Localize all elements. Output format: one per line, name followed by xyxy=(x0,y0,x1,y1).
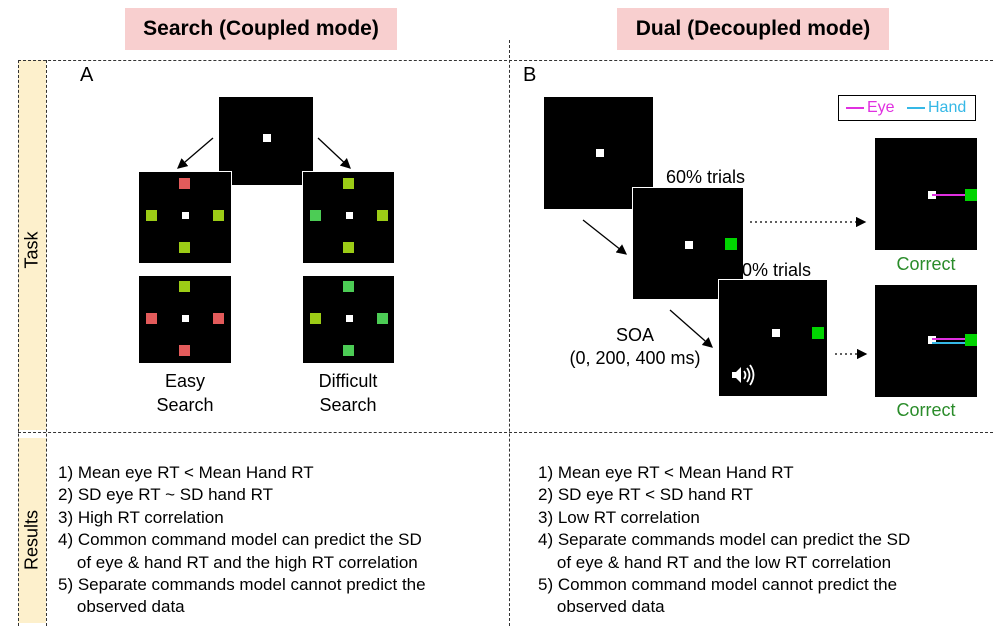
arrow-to-difficult xyxy=(317,137,351,169)
legend-hand-label: Hand xyxy=(928,99,967,116)
correct-label-bottom: Correct xyxy=(896,400,956,420)
result-item: 5) Separate commands model cannot predic… xyxy=(58,575,426,595)
distractor-red xyxy=(213,313,224,324)
difficult-search-screen-2 xyxy=(302,275,395,364)
result-item: 4) Common command model can predict the … xyxy=(58,530,422,550)
fixation-point xyxy=(772,329,780,337)
fixation-point xyxy=(928,336,936,344)
distractor-red xyxy=(179,178,190,189)
target-yellow-green xyxy=(310,313,321,324)
hand-path xyxy=(932,342,971,344)
results-sidebar xyxy=(18,438,46,623)
arrow-soa-1 xyxy=(582,219,628,255)
arrow-soa-2 xyxy=(669,309,713,348)
arrow-to-easy xyxy=(177,137,214,169)
easy-search-screen-2 xyxy=(138,275,232,364)
trials-40-label: 40% trials xyxy=(732,260,812,280)
divider-middle xyxy=(18,432,993,433)
divider-center xyxy=(509,40,510,626)
result-item: 5) Common command model cannot predict t… xyxy=(538,575,898,595)
target-yellow-green xyxy=(179,242,190,253)
distractor-red xyxy=(146,313,157,324)
legend-eye-label: Eye xyxy=(867,99,895,116)
panel-letter-b: B xyxy=(523,64,537,86)
result-item: observed data xyxy=(58,597,185,617)
easy-search-screen-1 xyxy=(138,171,232,264)
target-yellow-green xyxy=(179,281,190,292)
target-green xyxy=(812,327,824,339)
panel-letter-a: A xyxy=(80,64,94,86)
correct-label-top: Correct xyxy=(896,254,956,274)
result-item: 1) Mean eye RT < Mean Hand RT xyxy=(538,463,794,482)
target-green xyxy=(965,334,977,346)
header-dual: Dual (Decoupled mode) xyxy=(617,8,889,50)
dual-sound-screen xyxy=(718,279,828,397)
result-item: of eye & hand RT and the high RT correla… xyxy=(58,552,418,572)
fixation-point xyxy=(182,315,189,322)
distractor-green xyxy=(377,313,388,324)
fixation-point xyxy=(182,212,189,219)
search-fixation-screen xyxy=(218,96,314,186)
target-green xyxy=(725,238,737,250)
distractor-green xyxy=(310,210,321,221)
target-yellow-green xyxy=(343,242,354,253)
result-item: 3) Low RT correlation xyxy=(538,507,700,527)
legend: Eye Hand xyxy=(838,95,976,121)
speaker-icon xyxy=(732,364,755,386)
target-yellow-green xyxy=(343,178,354,189)
task-sidebar xyxy=(18,60,46,430)
target-green xyxy=(965,189,977,201)
fixation-point xyxy=(596,149,604,157)
divider-left-outer xyxy=(18,60,19,626)
result-item: 2) SD eye RT < SD hand RT xyxy=(538,485,753,505)
easy-search-label-line1: Easy xyxy=(164,371,206,391)
trials-60-label: 60% trials xyxy=(666,167,746,187)
correct-screen-top xyxy=(874,137,978,251)
divider-left-inner xyxy=(46,60,47,626)
correct-screen-bottom xyxy=(874,284,978,398)
legend-hand-swatch xyxy=(907,107,925,109)
divider-top xyxy=(18,60,993,61)
result-item: 4) Separate commands model can predict t… xyxy=(538,530,911,550)
target-yellow-green xyxy=(146,210,157,221)
fixation-point xyxy=(685,241,693,249)
easy-search-label-line2: Search xyxy=(156,395,214,415)
difficult-search-label-line1: Difficult xyxy=(318,371,378,391)
soa-label-line2: (0, 200, 400 ms) xyxy=(569,348,701,368)
results-search: 1) Mean eye RT < Mean Hand RT 2) SD eye … xyxy=(58,462,426,619)
eye-path xyxy=(932,338,971,340)
result-item: of eye & hand RT and the low RT correlat… xyxy=(538,552,892,572)
target-yellow-green xyxy=(213,210,224,221)
fixation-point xyxy=(346,315,353,322)
result-item: 3) High RT correlation xyxy=(58,507,224,527)
distractor-red xyxy=(179,345,190,356)
header-search: Search (Coupled mode) xyxy=(125,8,397,50)
result-item: observed data xyxy=(538,597,665,617)
eye-path xyxy=(932,194,971,196)
difficult-search-screen-1 xyxy=(302,171,395,264)
soa-label-line1: SOA xyxy=(615,325,654,345)
target-yellow-green xyxy=(377,210,388,221)
legend-eye-swatch xyxy=(846,107,864,109)
result-item: 1) Mean eye RT < Mean Hand RT xyxy=(58,463,314,482)
fixation-point xyxy=(346,212,353,219)
distractor-green xyxy=(343,345,354,356)
results-dual: 1) Mean eye RT < Mean Hand RT 2) SD eye … xyxy=(538,462,910,619)
fixation-point xyxy=(263,134,271,142)
distractor-green xyxy=(343,281,354,292)
result-item: 2) SD eye RT ~ SD hand RT xyxy=(58,485,273,505)
difficult-search-label-line2: Search xyxy=(319,395,377,415)
